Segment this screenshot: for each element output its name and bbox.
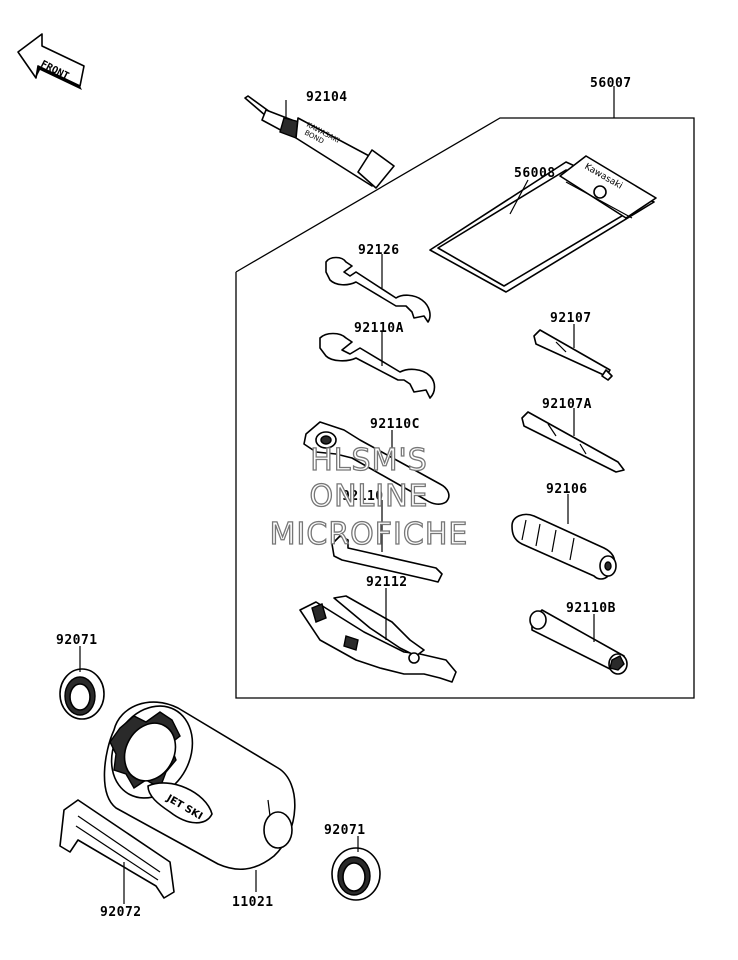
part-labels: 92104 56007 56008 92126 92110A 92107 921… xyxy=(56,76,632,920)
watermark-line-3: MICROFICHE xyxy=(270,517,469,552)
socket-wrench-92110C xyxy=(303,421,450,505)
watermark: HLSM'S ONLINE MICROFICHE xyxy=(269,442,469,552)
label-92072: 92072 xyxy=(100,905,142,920)
label-92106: 92106 xyxy=(546,482,588,497)
watermark-line-2: ONLINE xyxy=(309,479,428,514)
seal-92071-upper xyxy=(59,668,105,720)
hex-key-92110 xyxy=(331,535,443,583)
label-92126: 92126 xyxy=(358,243,400,258)
screwdriver-92107 xyxy=(533,329,613,381)
tool-kit-outline xyxy=(235,117,695,699)
tool-pouch: Kawasaki xyxy=(429,155,657,293)
label-92110B: 92110B xyxy=(566,601,616,616)
label-56007: 56007 xyxy=(590,76,632,91)
label-92110C: 92110C xyxy=(370,417,420,432)
label-92107A: 92107A xyxy=(542,397,592,412)
label-92104: 92104 xyxy=(306,90,348,105)
driver-handle-92106 xyxy=(511,513,617,580)
leader-lines xyxy=(79,86,615,904)
wrench-92126 xyxy=(325,256,431,323)
canister-11021: JET SKI xyxy=(103,701,296,871)
tube-wrench-92110B xyxy=(529,609,628,675)
front-arrow: FRONT xyxy=(17,33,85,90)
screwdriver-92107A xyxy=(521,411,625,473)
seal-92071-lower xyxy=(331,847,381,901)
bond-tube: KAWASAKI BOND xyxy=(244,95,395,189)
watermark-line-1: HLSM'S xyxy=(310,443,428,478)
label-92112: 92112 xyxy=(366,575,408,590)
label-11021: 11021 xyxy=(232,895,274,910)
label-92110: 92110 xyxy=(342,489,384,504)
label-92110A: 92110A xyxy=(354,321,404,336)
label-92107: 92107 xyxy=(550,311,592,326)
wrench-92110A xyxy=(319,332,436,399)
label-56008: 56008 xyxy=(514,166,556,181)
label-92071-lower: 92071 xyxy=(324,823,366,838)
pliers-92112 xyxy=(299,595,457,683)
label-92071-upper: 92071 xyxy=(56,633,98,648)
band-92072 xyxy=(59,799,175,899)
